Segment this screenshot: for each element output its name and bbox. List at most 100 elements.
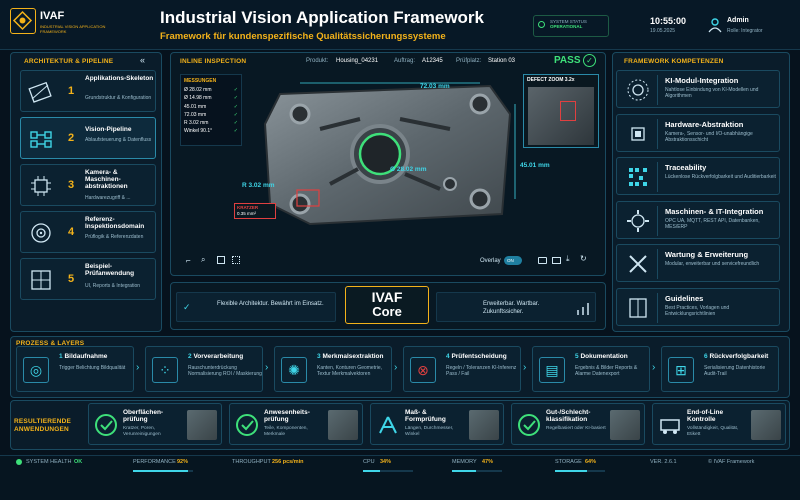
core-name: IVAF [371, 289, 403, 305]
arch-item-pipeline[interactable]: 2 Vision-Pipeline Ablaufsteuerung & Date… [20, 117, 156, 159]
memory-bar [452, 470, 502, 472]
storage-bar-fill [555, 470, 587, 472]
process-step-number: 6 [704, 353, 708, 360]
step-arrow-icon: › [265, 362, 269, 373]
core-right-box: Erweiterbar. Wartbar. Zukunftssicher. [436, 292, 596, 322]
memory-value: 47% [482, 459, 494, 465]
camera-capture-icon: ◎ [23, 357, 49, 383]
step-arrow-icon: › [652, 362, 656, 373]
measurement-ok-icon: ✓ [233, 103, 238, 110]
competence-desc: Kamera-, Sensor- und I/O-unabhängige Abs… [665, 130, 753, 143]
order-label: Auftrag: [394, 58, 416, 64]
dim-circle-label: Ø 28.02 mm [390, 166, 427, 173]
process-step-number: 5 [575, 353, 579, 360]
arch-item-camera[interactable]: 3 Kamera- & Maschinen-abstraktionen Hard… [20, 164, 156, 206]
arch-item-desc: Prüflogik & Referenzdaten [85, 234, 144, 240]
user-name[interactable]: Admin [727, 17, 749, 24]
measurement-row: Ø 28.02 mm ✓ [181, 86, 241, 94]
throughput-label: THROUGHPUT [232, 459, 271, 465]
system-status[interactable]: SYSTEM STATUS OPERATIONAL [533, 15, 609, 37]
measurement-ok-icon: ✓ [233, 111, 238, 118]
zoom-tool-icon[interactable]: ⌕ [201, 255, 206, 264]
process-step-desc: Ergebnis & Bilder Reports & Alarme Daten… [575, 365, 638, 377]
measurement-ok-icon: ✓ [233, 120, 238, 127]
image-icon[interactable] [552, 257, 561, 264]
reset-icon[interactable]: ↻ [580, 254, 587, 263]
measurement-ok-icon: ✓ [233, 87, 238, 93]
product-label: Produkt: [306, 58, 329, 64]
grid-icon [31, 270, 51, 290]
measurement-value: 72.03 mm [184, 111, 207, 118]
memory-label: MEMORY [452, 459, 477, 465]
status-value: OPERATIONAL [550, 24, 583, 29]
competence-desc: OPC UA, MQTT, REST API, Datenbanken, MES… [665, 217, 760, 230]
perf-label: PERFORMANCE [133, 459, 176, 465]
skeleton-icon [28, 81, 52, 103]
measure-tool-icon[interactable]: ⌐ [186, 256, 191, 265]
measurements-box: MESSUNGEN Ø 28.02 mm✓Ø 14.98 mm✓45.01 mm… [180, 74, 242, 146]
application-thumbnail [610, 410, 640, 440]
competence-divider [657, 292, 658, 323]
feature-icon: ✺ [281, 357, 307, 383]
competence-title: Wartung & Erweiterung [665, 250, 749, 259]
arch-item-number: 4 [68, 226, 75, 238]
cpu-value: 34% [380, 459, 392, 465]
process-step-desc: Rauschunterdrückung Normalisierung ROI /… [188, 365, 262, 377]
camera-icon[interactable] [538, 257, 547, 264]
health-label: SYSTEM HEALTH [26, 459, 72, 465]
station-value: Station 03 [488, 58, 516, 64]
arch-item-desc: Hardwarezugriff & ... [85, 195, 131, 201]
part-image [263, 82, 516, 226]
arch-item-reference[interactable]: 4 Referenz-Inspektionsdomain Prüflogik &… [20, 211, 156, 253]
arch-item-title: Applikations-Skeleton [85, 75, 154, 82]
guidelines-icon [629, 297, 647, 318]
measurement-row: 45.01 mm✓ [181, 103, 241, 111]
process-step-desc: Regeln / Toleranzen KI-Inferenz Pass / F… [446, 365, 517, 377]
storage-label: STORAGE [555, 459, 582, 465]
defect-zoom[interactable]: DEFECT ZOOM 3.2x [523, 74, 599, 148]
measurement-value: Ø 28.02 mm [184, 87, 212, 93]
measurement-row: 72.03 mm ✓ [181, 111, 241, 119]
roi-tool-icon[interactable] [217, 256, 225, 264]
arch-item-skeleton[interactable]: 1 Applikations-Skeleton Grundstruktur & … [20, 70, 156, 112]
measurement-row: Winkel 90.1°✓ [181, 127, 241, 135]
storage-value: 64% [585, 459, 597, 465]
traceability-icon [629, 168, 647, 186]
station-label: Prüfplatz: [456, 58, 482, 64]
user-role: Rolle: Integrator [727, 28, 763, 34]
brand-name: IVAF [40, 10, 65, 22]
measurement-value: R 3.02 mm [184, 120, 209, 127]
grid-tool-icon[interactable] [232, 256, 240, 264]
perf-value: 92% [177, 459, 189, 465]
application-thumbnail [187, 410, 217, 440]
competence-title: Hardware-Abstraktion [665, 119, 744, 129]
arch-item-number: 2 [68, 132, 75, 144]
arch-item-example[interactable]: 5 Beispiel-Prüfanwendung UI, Reports & I… [20, 258, 156, 300]
download-icon[interactable]: ⤓ [566, 254, 570, 263]
process-panel [10, 336, 790, 398]
overlay-toggle[interactable]: ON [504, 256, 522, 265]
arch-item-desc: Grundstruktur & Konfiguration [85, 95, 152, 101]
user-icon[interactable] [707, 17, 723, 35]
collapse-icon[interactable]: « [140, 55, 146, 65]
competence-desc: Nahtlose Einbindung von KI-Modellen und … [665, 87, 759, 99]
health-dot-icon [16, 459, 22, 465]
process-step-title: Prüfentscheidung [451, 353, 507, 360]
